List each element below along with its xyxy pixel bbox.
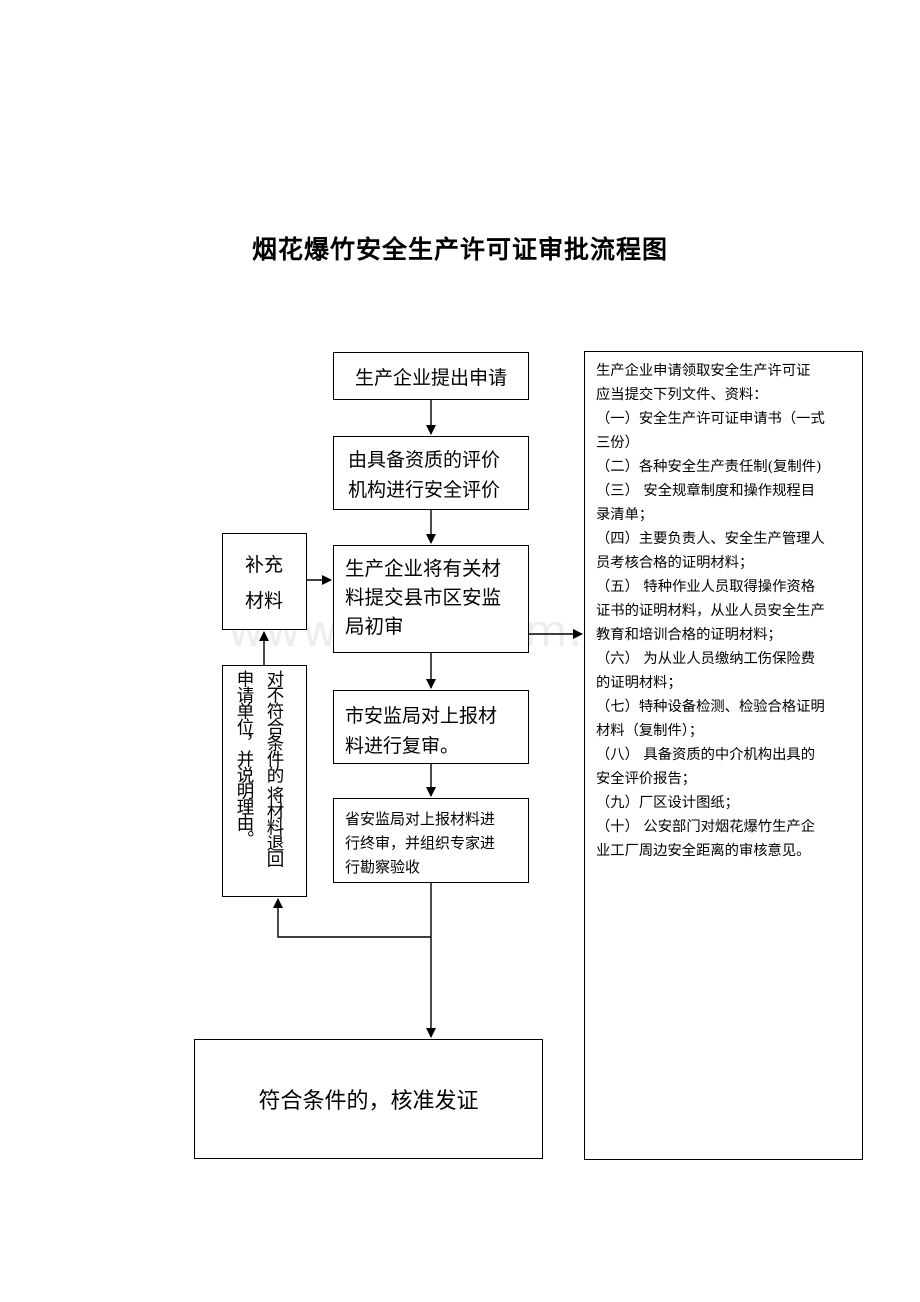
step-supplement-line: 材料	[245, 590, 284, 612]
arrow-province-to-reject	[273, 898, 431, 938]
step-submit: 生产企业将有关材 料提交县市区安监 局初审	[333, 545, 529, 653]
step-reject: 对不符合条件的 将材料退回 申请单位，并说明理由。	[222, 665, 307, 897]
requirements-panel: 生产企业申请领取安全生产许可证 应当提交下列文件、资料： （一）安全生产许可证申…	[584, 351, 863, 1160]
step-apply: 生产企业提出申请	[333, 352, 529, 400]
step-province-review: 省安监局对上报材料进 行终审，并组织专家进 行勘察验收	[333, 798, 529, 883]
step-evaluate: 由具备资质的评价 机构进行安全评价	[333, 436, 529, 510]
step-submit-line: 生产企业将有关材	[345, 557, 502, 580]
step-city-review-line: 料进行复审。	[345, 735, 460, 757]
requirements-line: 材料（复制件）；	[596, 723, 704, 739]
step-evaluate-line: 机构进行安全评价	[348, 479, 501, 501]
step-submit-line: 料提交县市区安监	[345, 586, 502, 609]
step-apply-label: 生产企业提出申请	[354, 366, 507, 389]
step-supplement: 补充 材料	[222, 533, 307, 630]
requirements-line: （五） 特种作业人员取得操作资格	[596, 579, 815, 595]
step-reject-column: 对不符合条件的 将材料退回	[264, 670, 284, 867]
requirements-line: （三） 安全规章制度和操作规程目	[596, 483, 815, 499]
step-city-review-line: 市安监局对上报材	[345, 705, 498, 727]
step-approve-label: 符合条件的，核准发证	[258, 1089, 479, 1114]
requirements-line: （八） 具备资质的中介机构出具的	[596, 747, 815, 763]
page-title: 烟花爆竹安全生产许可证审批流程图	[251, 235, 668, 264]
requirements-line: 员考核合格的证明材料；	[596, 555, 754, 571]
requirements-line: 三份）	[596, 435, 639, 451]
step-supplement-line: 补充	[245, 554, 284, 576]
requirements-line: 安全评价报告；	[596, 771, 697, 787]
requirements-line: 生产企业申请领取安全生产许可证	[596, 363, 811, 379]
step-evaluate-line: 由具备资质的评价	[348, 449, 501, 471]
requirements-line: （二）各种安全生产责任制(复制件)	[596, 459, 822, 475]
requirements-line: （九）厂区设计图纸；	[596, 795, 739, 811]
requirements-line: （六） 为从业人员缴纳工伤保险费	[596, 651, 815, 667]
requirements-line: （四）主要负责人、安全生产管理人	[596, 531, 825, 547]
requirements-line: （十） 公安部门对烟花爆竹生产企	[596, 819, 815, 835]
requirements-line: 录清单；	[596, 507, 654, 523]
requirements-line: （七）特种设备检测、检验合格证明	[596, 699, 825, 715]
requirements-line: 证书的证明材料，从业人员安全生产	[596, 603, 825, 619]
step-province-review-line: 省安监局对上报材料进	[345, 810, 496, 828]
step-reject-column: 申请单位，并说明理由。	[234, 670, 254, 846]
requirements-line: 业工厂周边安全距离的审核意见。	[596, 843, 811, 859]
step-submit-line: 局初审	[345, 615, 404, 638]
requirements-line: （一）安全生产许可证申请书（一式	[596, 411, 825, 427]
requirements-line: 的证明材料；	[596, 675, 682, 691]
requirements-line: 教育和培训合格的证明材料；	[596, 627, 782, 643]
step-province-review-line: 行终审，并组织专家进	[345, 834, 496, 852]
requirements-line: 应当提交下列文件、资料：	[596, 387, 768, 403]
step-city-review: 市安监局对上报材 料进行复审。	[333, 690, 529, 764]
step-approve: 符合条件的，核准发证	[194, 1039, 543, 1159]
step-province-review-line: 行勘察验收	[345, 858, 421, 876]
